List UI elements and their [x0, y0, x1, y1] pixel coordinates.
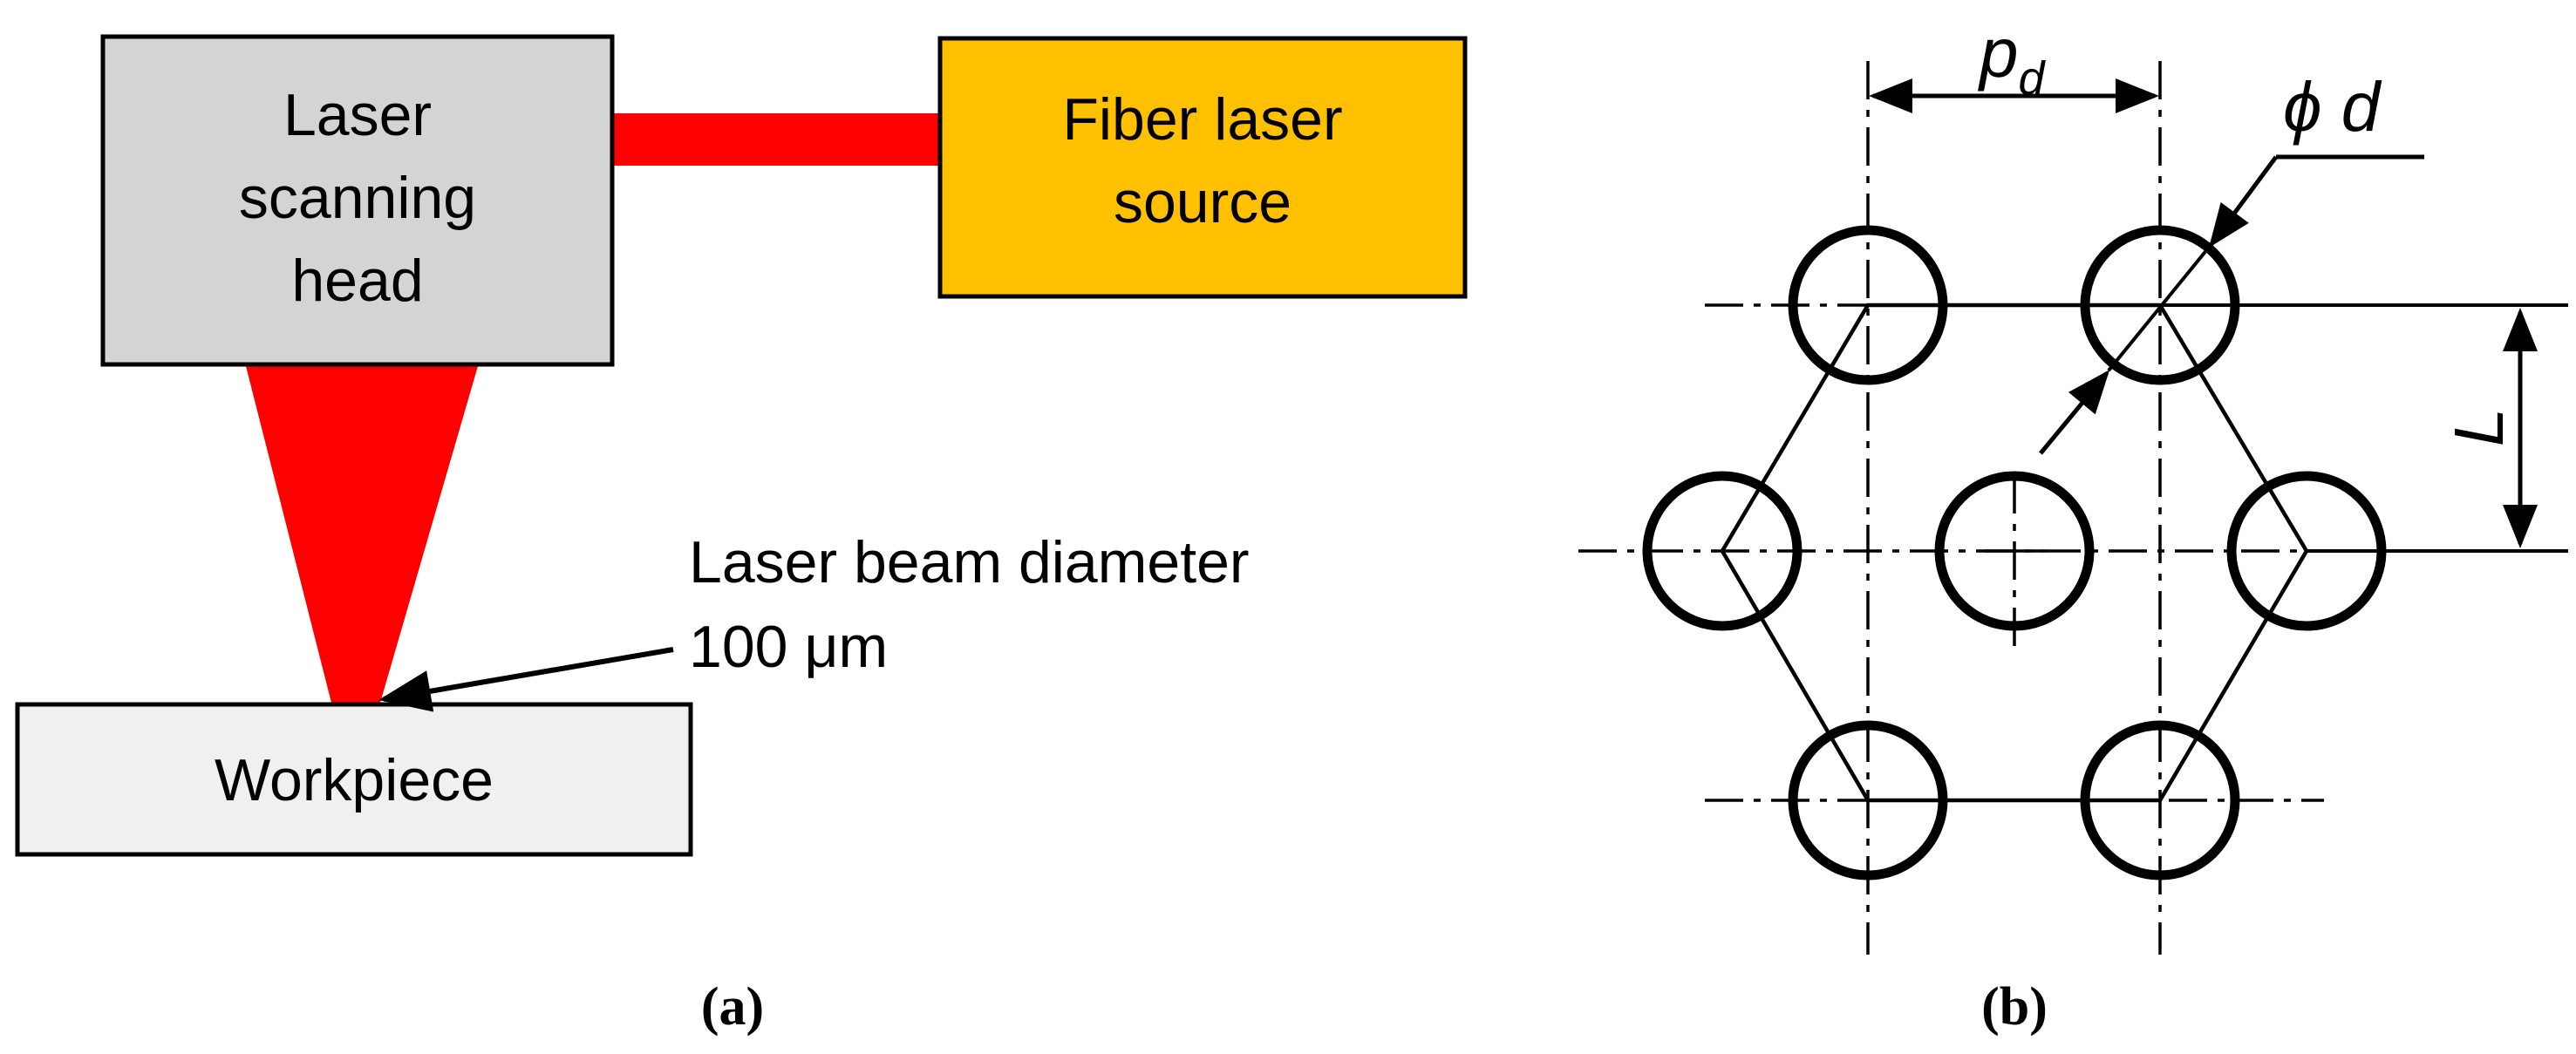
fiber-laser-label-line2: source — [1114, 169, 1291, 235]
laser-scanning-head-box — [100, 34, 615, 367]
diameter-line-through-circle — [2107, 242, 2213, 372]
dimple-circle-bottom-right — [2080, 720, 2240, 881]
dimple-circle-top-right — [2080, 225, 2240, 385]
dimple-circle-middle-left — [1642, 471, 1803, 631]
laser-beam-cone — [246, 366, 478, 703]
beam-diameter-label-line1: Laser beam diameter — [689, 529, 1250, 595]
scanning-head-label-line1: Laser — [283, 82, 432, 148]
laser-beam-horizontal — [612, 113, 944, 166]
dimple-circle-top-left — [1788, 225, 1948, 385]
workpiece-box — [15, 702, 693, 857]
diameter-leader-diagonal — [2209, 155, 2279, 248]
distance-label: L — [2440, 408, 2518, 447]
panel-a: Laser scanning head Fiber laser source W… — [15, 34, 1468, 1037]
fiber-laser-source-box — [937, 36, 1468, 299]
pitch-label: pd — [1978, 14, 2047, 105]
beam-diameter-label-line2: 100 μm — [689, 614, 888, 680]
panel-a-label: (a) — [701, 977, 764, 1037]
beam-diameter-arrow — [378, 647, 674, 712]
dimple-circle-middle-right — [2226, 471, 2387, 631]
scanning-head-label-line2: scanning — [239, 165, 476, 231]
dimple-circle-center — [1934, 471, 2095, 631]
fiber-laser-label-line1: Fiber laser — [1062, 86, 1342, 153]
scanning-head-label-line3: head — [291, 248, 423, 314]
workpiece-label: Workpiece — [215, 747, 494, 813]
diameter-label: ϕ d — [2283, 68, 2382, 146]
panel-b: pd ϕ d L (b) — [1578, 14, 2568, 1037]
panel-b-label: (b) — [1981, 977, 2048, 1037]
dimple-circle-bottom-left — [1788, 720, 1948, 881]
diameter-arrow-inner — [2039, 370, 2110, 455]
